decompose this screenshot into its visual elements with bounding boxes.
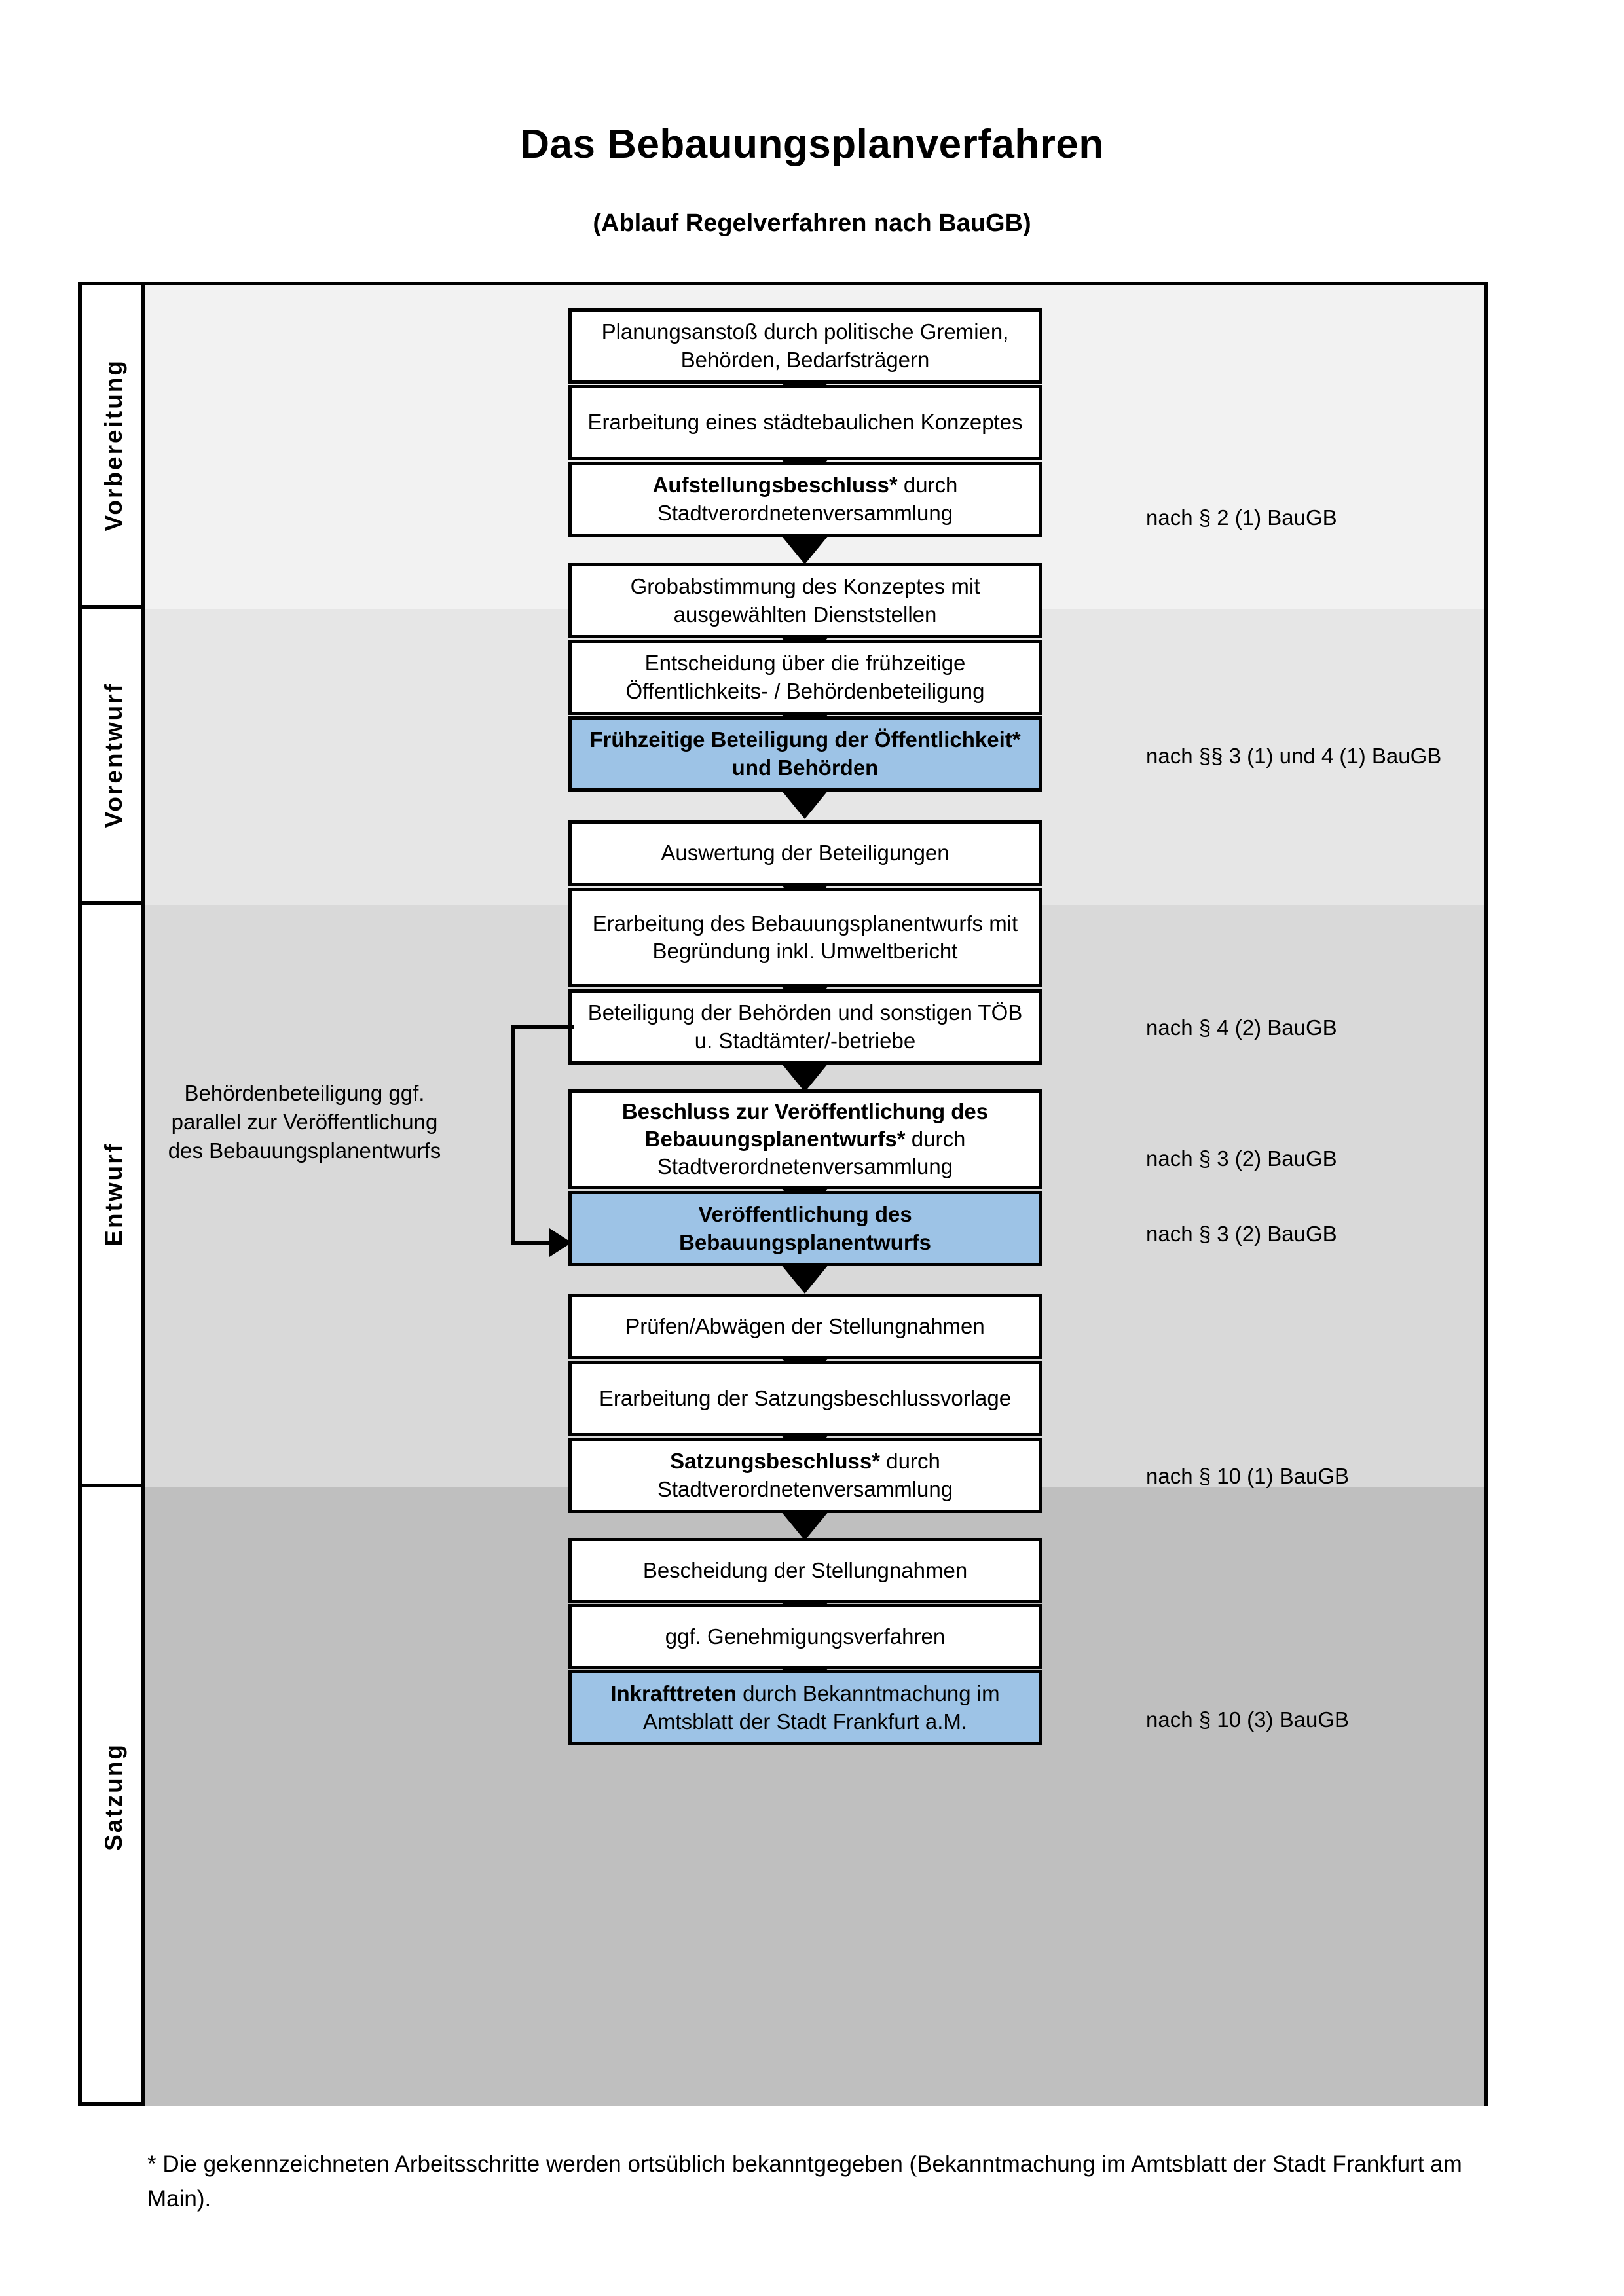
phase-label-vorbereitung: Vorbereitung xyxy=(82,285,145,609)
step-text: Planungsanstoß durch politische Gremien,… xyxy=(601,319,1009,372)
flow-arrow xyxy=(781,790,828,819)
legal-note-text: nach § 3 (2) BauGB xyxy=(1146,1222,1337,1246)
step-text-bold: Aufstellungsbeschluss* xyxy=(652,473,898,498)
page-title: Das Bebauungsplanverfahren xyxy=(520,122,1104,167)
step-text: Beteiligung der Behörden und sonstigen T… xyxy=(587,1000,1023,1053)
legal-note-par4-2: nach § 4 (2) BauGB xyxy=(1146,1015,1337,1040)
step-text-suffix: durch xyxy=(880,1449,940,1474)
step-auswertung-beteiligungen[interactable]: Auswertung der Beteiligungen xyxy=(568,820,1042,886)
legal-note-text: nach § 10 (3) BauGB xyxy=(1146,1707,1350,1732)
step-text-rest: Stadtverordnetenversammlung xyxy=(657,1476,953,1501)
connector-vertical-segment xyxy=(511,1025,515,1245)
step-text: Entscheidung über die frühzeitige Öffent… xyxy=(625,651,985,703)
step-inkrafttreten[interactable]: Inkrafttreten durch Bekanntmachung im Am… xyxy=(568,1670,1042,1745)
step-text-suffix: durch xyxy=(905,1126,966,1151)
step-text: Frühzeitige Beteiligung der Öffentlichke… xyxy=(589,727,1021,780)
step-entscheidung-fruehzeitige[interactable]: Entscheidung über die frühzeitige Öffent… xyxy=(568,640,1042,715)
step-text: Auswertung der Beteiligungen xyxy=(661,840,950,865)
step-text-rest: Stadtverordnetenversammlung xyxy=(657,1154,953,1179)
step-text: Beschluss zur Veröffentlichung des Bebau… xyxy=(578,1098,1032,1181)
step-erarbeitung-entwurf[interactable]: Erarbeitung des Bebauungsplanentwurfs mi… xyxy=(568,888,1042,987)
phase-label-vorentwurf: Vorentwurf xyxy=(82,609,145,905)
flowchart-frame: Vorbereitung Vorentwurf Entwurf Satzung … xyxy=(78,282,1488,2106)
step-text: Erarbeitung eines städtebaulichen Konzep… xyxy=(587,410,1023,435)
step-text-rest: durch Bekanntmachung im Amtsblatt der St… xyxy=(642,1681,1000,1734)
step-text-rest: Stadtverordnetenversammlung xyxy=(657,500,953,525)
step-satzungsbeschlussvorlage[interactable]: Erarbeitung der Satzungsbeschlussvorlage xyxy=(568,1361,1042,1436)
step-staedtebauliches-konzept[interactable]: Erarbeitung eines städtebaulichen Konzep… xyxy=(568,385,1042,460)
legal-note-text: nach § 2 (1) BauGB xyxy=(1146,505,1337,530)
side-annotation: Behördenbeteiligung ggf. parallel zur Ve… xyxy=(160,1079,449,1165)
phase-label-text: Vorentwurf xyxy=(100,682,127,828)
footnote: * Die gekennzeichneten Arbeitsschritte w… xyxy=(147,2151,1462,2212)
step-text: Satzungsbeschluss* durch Stadtverordnete… xyxy=(657,1448,953,1503)
phase-label-text: Entwurf xyxy=(100,1142,127,1247)
step-genehmigungsverfahren[interactable]: ggf. Genehmigungsverfahren xyxy=(568,1604,1042,1669)
phase-label-text: Vorbereitung xyxy=(100,359,127,532)
parallel-connector xyxy=(511,1025,629,1257)
phase-label-text: Satzung xyxy=(100,1743,127,1851)
step-text: Veröffentlichung des Bebauungsplanentwur… xyxy=(678,1202,932,1254)
step-text: Bescheidung der Stellungnahmen xyxy=(642,1558,968,1582)
step-text: ggf. Genehmigungsverfahren xyxy=(665,1624,946,1649)
step-grobabstimmung[interactable]: Grobabstimmung des Konzeptes mit ausgewä… xyxy=(568,563,1042,638)
legal-note-text: nach § 4 (2) BauGB xyxy=(1146,1015,1337,1040)
step-planungsanstoss[interactable]: Planungsanstoß durch politische Gremien,… xyxy=(568,308,1042,384)
legal-note-text: nach § 3 (2) BauGB xyxy=(1146,1146,1337,1171)
step-text: Inkrafttreten durch Bekanntmachung im Am… xyxy=(578,1680,1032,1735)
step-text-bold: Inkrafttreten xyxy=(610,1681,737,1706)
step-text-suffix: durch xyxy=(897,473,958,498)
flow-arrow xyxy=(781,1063,828,1092)
step-veroeffentlichung[interactable]: Veröffentlichung des Bebauungsplanentwur… xyxy=(568,1191,1042,1266)
legal-note-par3-2a: nach § 3 (2) BauGB xyxy=(1146,1146,1337,1171)
step-text: Grobabstimmung des Konzeptes mit ausgewä… xyxy=(630,574,980,627)
step-beschluss-veroeffentlichung[interactable]: Beschluss zur Veröffentlichung des Bebau… xyxy=(568,1089,1042,1189)
step-beteiligung-behoerden[interactable]: Beteiligung der Behörden und sonstigen T… xyxy=(568,989,1042,1065)
connector-bottom-segment xyxy=(511,1241,552,1245)
legal-note-text: nach §§ 3 (1) und 4 (1) BauGB xyxy=(1146,744,1442,768)
step-text: Prüfen/Abwägen der Stellungnahmen xyxy=(625,1313,985,1338)
legal-note-par3-2b: nach § 3 (2) BauGB xyxy=(1146,1222,1337,1247)
phase-label-entwurf: Entwurf xyxy=(82,905,145,1487)
step-text-bold: Beschluss zur Veröffentlichung des Bebau… xyxy=(621,1099,989,1151)
page-subtitle: (Ablauf Regelverfahren nach BauGB) xyxy=(593,210,1031,237)
step-fruehzeitige-beteiligung[interactable]: Frühzeitige Beteiligung der Öffentlichke… xyxy=(568,716,1042,792)
flow-arrow xyxy=(781,1265,828,1294)
flow-arrow xyxy=(781,536,828,564)
step-text: Erarbeitung des Bebauungsplanentwurfs mi… xyxy=(592,911,1018,963)
phase-label-column: Vorbereitung Vorentwurf Entwurf Satzung xyxy=(82,285,145,2102)
step-bescheidung-stellungnahmen[interactable]: Bescheidung der Stellungnahmen xyxy=(568,1538,1042,1603)
step-text: Erarbeitung der Satzungsbeschlussvorlage xyxy=(599,1386,1012,1411)
connector-arrowhead-icon xyxy=(549,1228,572,1257)
flow-arrow xyxy=(781,1512,828,1540)
phase-label-satzung: Satzung xyxy=(82,1487,145,2106)
step-text-bold: Satzungsbeschluss* xyxy=(670,1449,881,1474)
step-text: Aufstellungsbeschluss* durch Stadtverord… xyxy=(653,471,958,526)
step-aufstellungsbeschluss[interactable]: Aufstellungsbeschluss* durch Stadtverord… xyxy=(568,462,1042,537)
legal-note-text: nach § 10 (1) BauGB xyxy=(1146,1464,1350,1488)
side-annotation-text: Behördenbeteiligung ggf. parallel zur Ve… xyxy=(168,1081,441,1163)
step-satzungsbeschluss[interactable]: Satzungsbeschluss* durch Stadtverordnete… xyxy=(568,1438,1042,1513)
legal-note-par3-4-1: nach §§ 3 (1) und 4 (1) BauGB xyxy=(1146,744,1441,769)
legal-note-par10-3: nach § 10 (3) BauGB xyxy=(1146,1707,1349,1732)
connector-top-segment xyxy=(511,1025,574,1029)
step-pruefen-abwaegen[interactable]: Prüfen/Abwägen der Stellungnahmen xyxy=(568,1294,1042,1359)
legal-note-par2-1: nach § 2 (1) BauGB xyxy=(1146,505,1337,530)
legal-note-par10-1: nach § 10 (1) BauGB xyxy=(1146,1464,1349,1489)
